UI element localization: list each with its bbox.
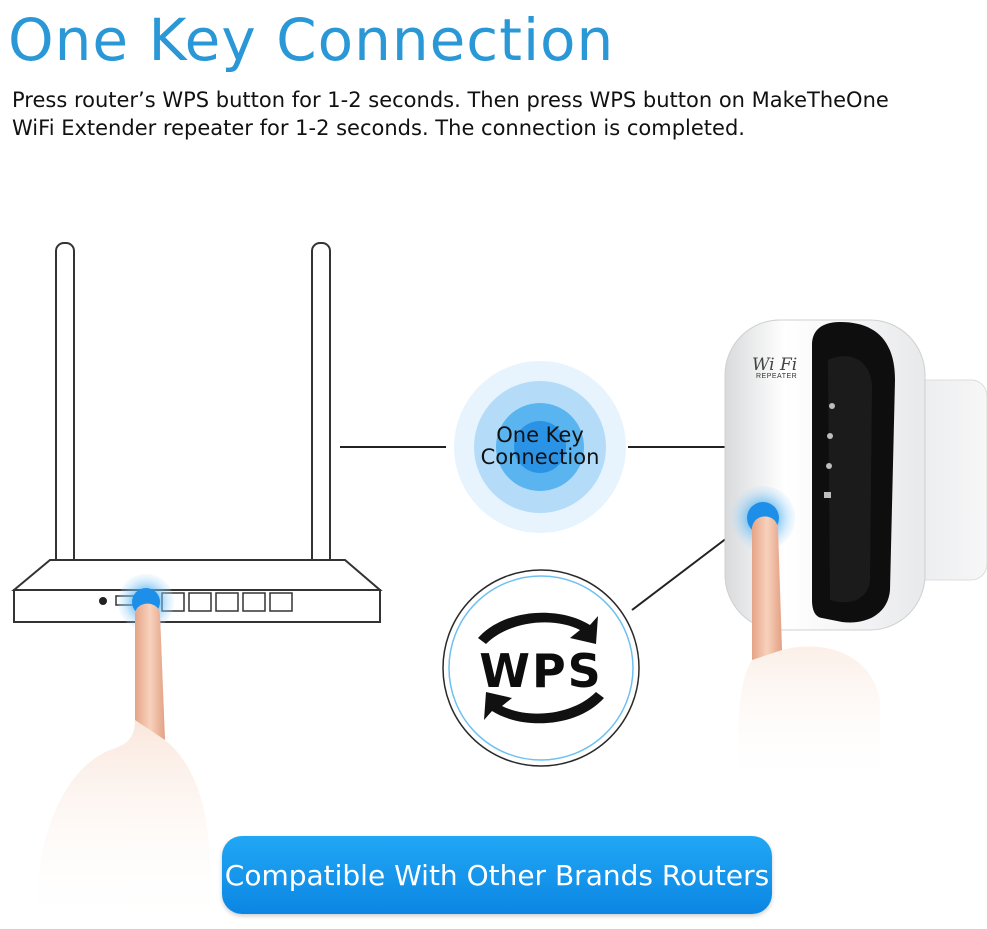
wps-led-icon xyxy=(826,463,832,469)
lan-led-icon xyxy=(824,492,831,498)
description-line-2: WiFi Extender repeater for 1-2 seconds. … xyxy=(12,116,745,140)
page-title: One Key Connection xyxy=(8,6,615,74)
description-line-1: Press router’s WPS button for 1-2 second… xyxy=(12,88,889,112)
finger-pointer-icon-right xyxy=(738,516,880,790)
wps-label: WPS xyxy=(479,644,603,698)
wifi-led-icon xyxy=(827,433,833,439)
one-key-label: One Key Connection xyxy=(455,424,625,468)
power-led-icon xyxy=(829,403,835,409)
wps-badge xyxy=(442,569,640,767)
one-key-line-1: One Key xyxy=(496,423,584,447)
status-leds xyxy=(824,403,835,498)
finger-pointer-icon xyxy=(38,603,210,929)
router-illustration xyxy=(11,242,383,630)
wps-arrows-icon xyxy=(478,612,604,724)
compatible-banner-button[interactable]: Compatible With Other Brands Routers xyxy=(222,836,772,914)
lan-ports xyxy=(161,592,293,612)
extender-logo: Wi Fi xyxy=(752,355,798,375)
extender-sub-label: REPEATER xyxy=(756,373,798,380)
one-key-line-2: Connection xyxy=(480,445,600,469)
one-key-badge xyxy=(454,361,626,533)
description: Press router’s WPS button for 1-2 second… xyxy=(12,86,912,142)
